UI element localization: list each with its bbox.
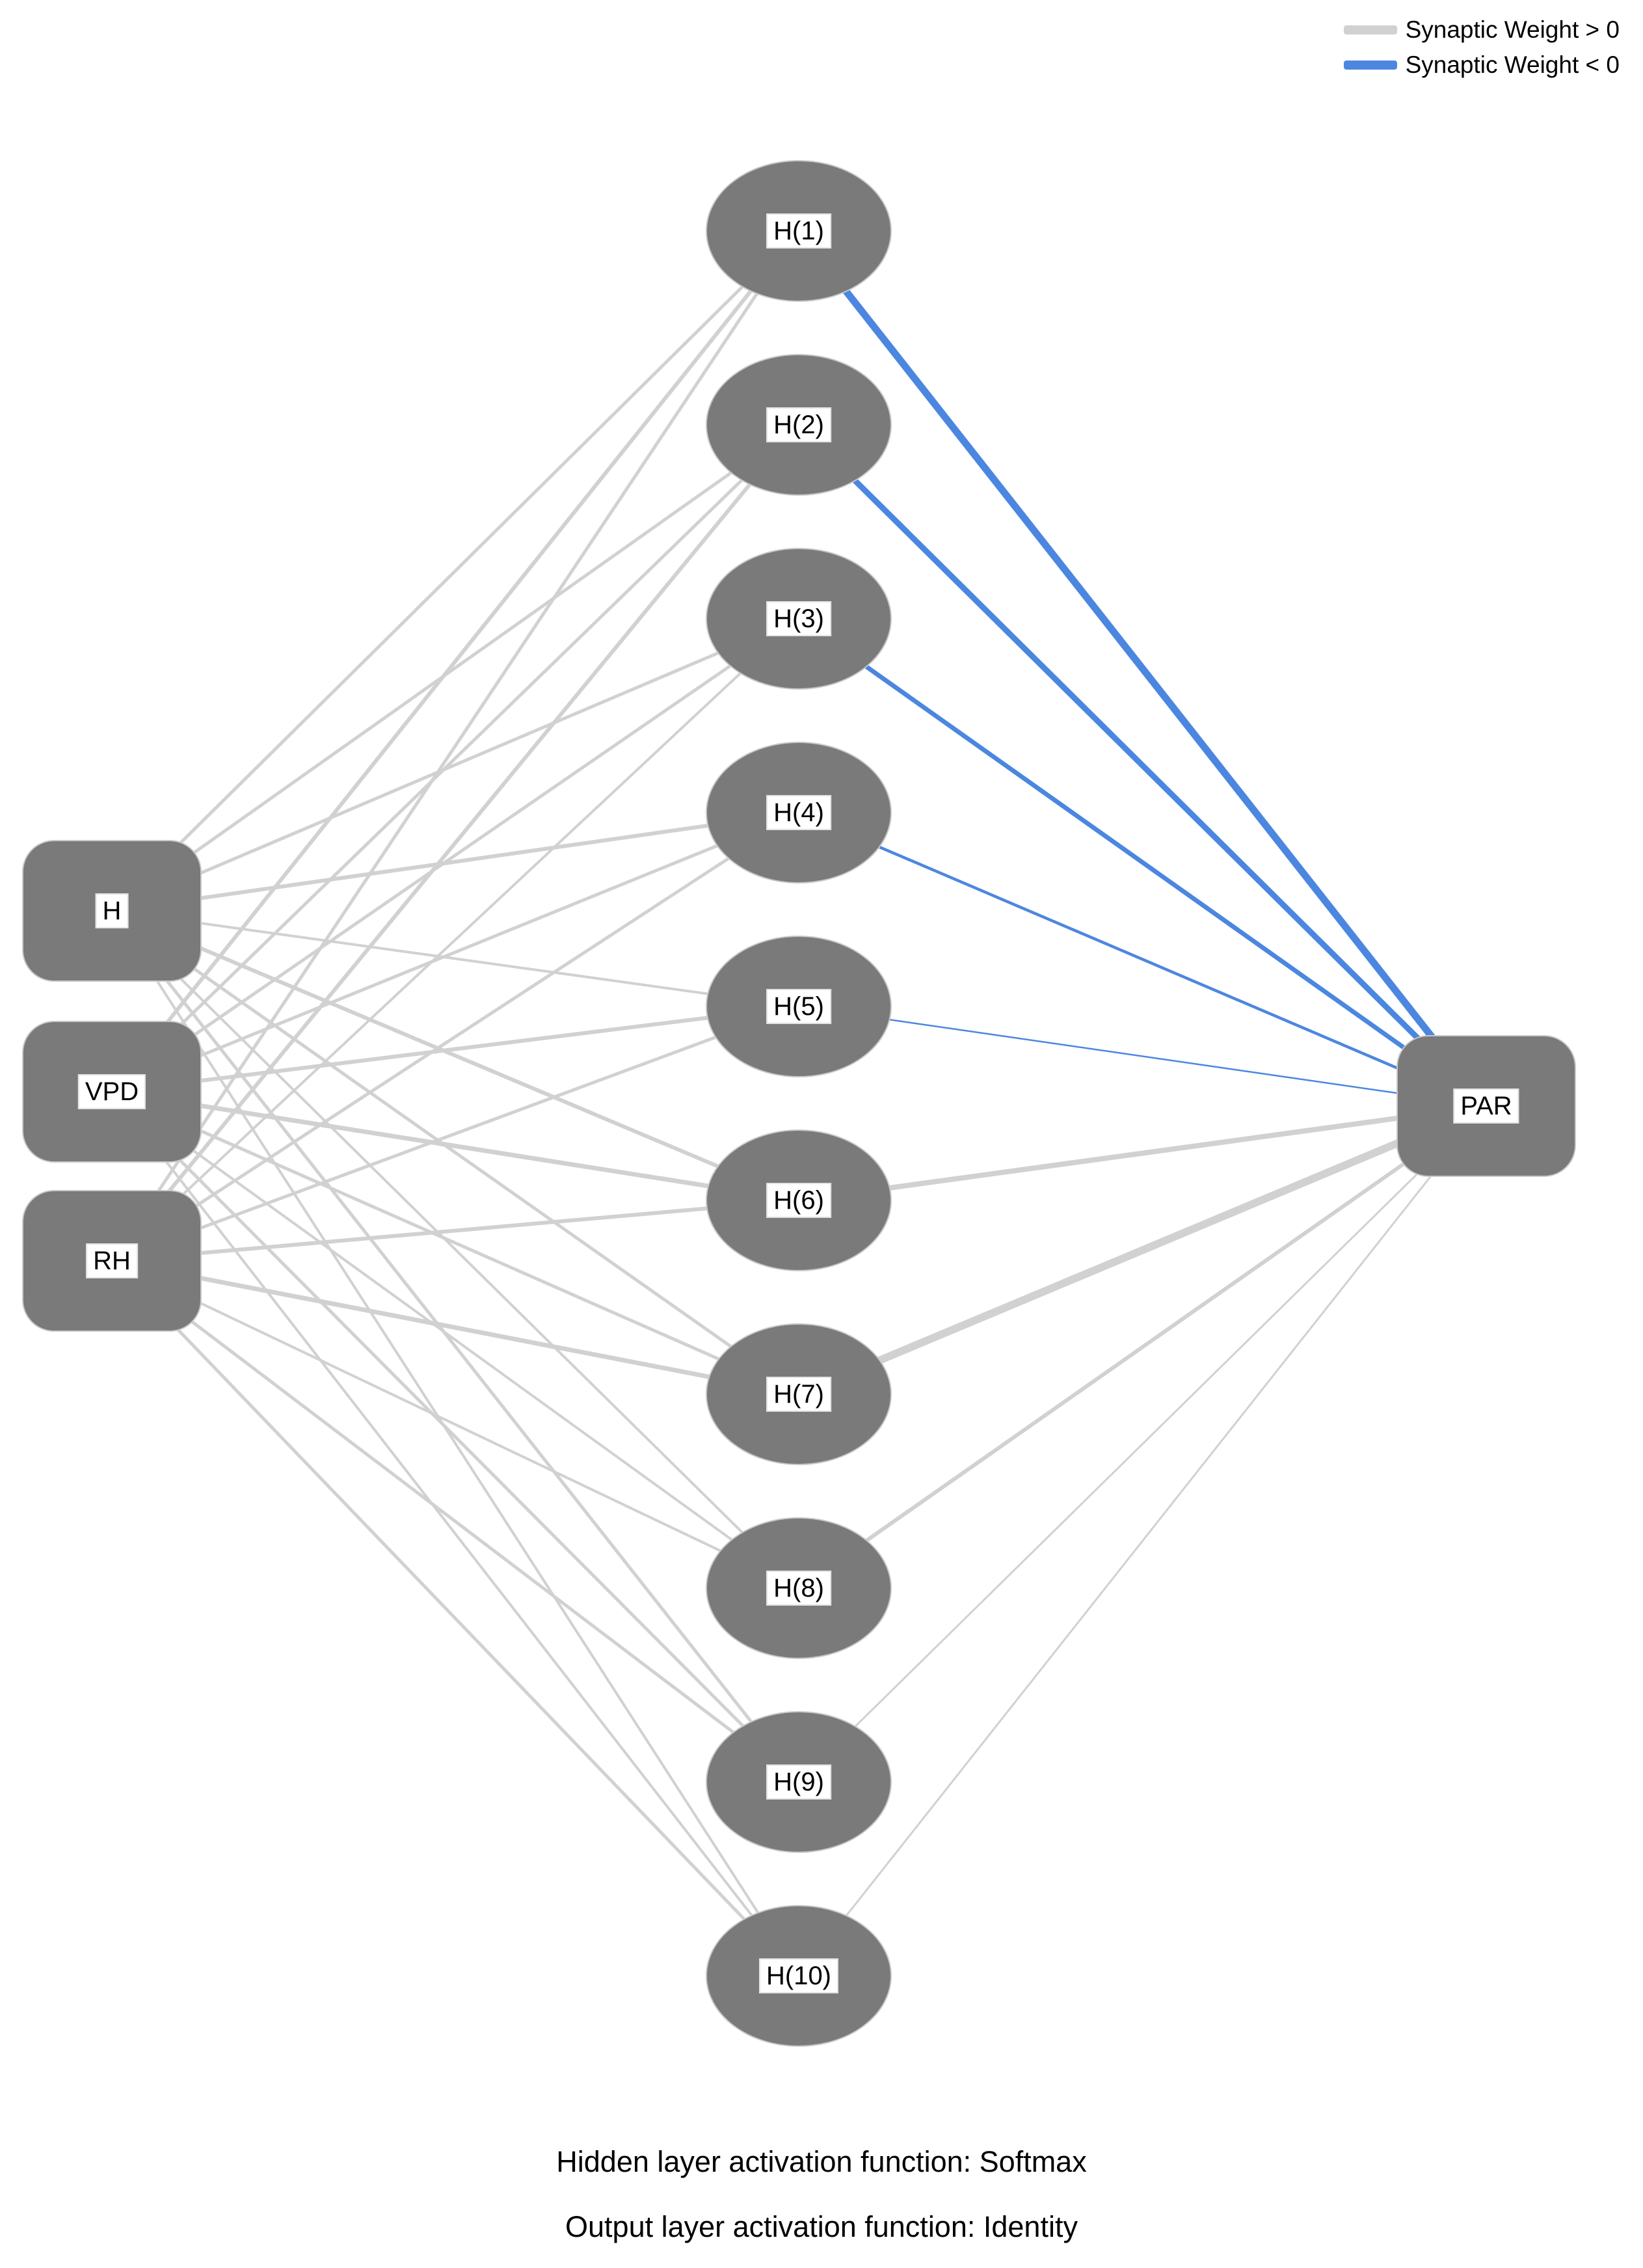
connection-RH-to-H(5)-positive [111,1005,799,1263]
connection-VPD-to-H(1)-positive [110,230,801,1093]
connection-H(9)-to-PAR-positive [797,1105,1488,1783]
connection-H(1)-to-PAR-negative [795,228,1489,1109]
connection-H-to-H(5)-positive [111,910,799,1008]
legend-label-negative-weight: Synaptic Weight < 0 [1405,51,1620,78]
connection-H(5)-to-PAR-negative [798,1005,1487,1107]
input-node-label-VPD: VPD [77,1074,146,1109]
connection-H-to-H(4)-positive [111,811,799,913]
hidden-node-label-H(9): H(9) [766,1764,831,1800]
hidden-node-label-H(8): H(8) [766,1571,831,1606]
connection-VPD-to-H(8)-positive [111,1090,800,1589]
connection-H(6)-to-PAR-positive [798,1103,1487,1203]
legend-item-positive-weight: Synaptic Weight > 0 [1343,16,1620,44]
connection-H-to-H(6)-positive [111,909,800,1202]
connection-RH-to-H(9)-positive [111,1260,800,1783]
connection-RH-to-H(3)-positive [111,617,800,1262]
input-node-label-RH: RH [86,1243,138,1278]
connection-H-to-H(8)-positive [111,910,800,1589]
connection-VPD-to-H(2)-positive [111,424,800,1093]
connection-H-to-H(3)-positive [111,617,799,913]
connection-H(3)-to-PAR-negative [797,617,1488,1108]
hidden-node-label-H(4): H(4) [766,795,831,830]
connection-H-to-H(9)-positive [111,910,800,1783]
negative-weight-line-icon [1343,61,1397,70]
connection-H-to-H(7)-positive [111,909,800,1396]
connection-H(8)-to-PAR-positive [797,1104,1488,1590]
hidden-node-label-H(2): H(2) [766,407,831,442]
connection-RH-to-H(10)-positive [111,1260,800,1977]
hidden-node-label-H(7): H(7) [766,1377,831,1412]
connection-VPD-to-H(9)-positive [111,1090,800,1783]
hidden-node-label-H(5): H(5) [766,989,831,1024]
connection-RH-to-H(7)-positive [111,1258,799,1397]
hidden-layer-activation-note: Hidden layer activation function: Softma… [556,2145,1087,2178]
input-node-label-H: H [95,893,129,928]
connection-VPD-to-H(10)-positive [111,1090,800,1977]
output-layer-activation-note: Output layer activation function: Identi… [565,2210,1078,2243]
connection-H(7)-to-PAR-positive [797,1102,1488,1398]
connection-RH-to-H(6)-positive [111,1198,799,1263]
connection-H-to-H(2)-positive [111,423,800,913]
connection-VPD-to-H(3)-positive [111,617,800,1094]
connection-RH-to-H(1)-positive [110,230,801,1262]
output-node-label-PAR: PAR [1453,1088,1519,1124]
connection-VPD-to-H(6)-positive [111,1089,799,1203]
hidden-node-label-H(10): H(10) [758,1958,839,1993]
connection-RH-to-H(8)-positive [111,1260,799,1589]
hidden-node-label-H(3): H(3) [766,601,831,636]
connection-H(10)-to-PAR-positive [797,1105,1488,1977]
connection-RH-to-H(4)-positive [111,811,800,1263]
legend: Synaptic Weight > 0 Synaptic Weight < 0 [1343,16,1620,79]
connection-H(4)-to-PAR-negative [798,811,1487,1108]
connection-RH-to-H(2)-positive [110,424,801,1262]
positive-weight-line-icon [1343,25,1397,35]
connection-H(2)-to-PAR-negative [796,422,1489,1109]
legend-item-negative-weight: Synaptic Weight < 0 [1343,51,1620,79]
hidden-node-label-H(6): H(6) [766,1183,831,1218]
connection-VPD-to-H(7)-positive [111,1090,800,1396]
hidden-node-label-H(1): H(1) [766,213,831,249]
legend-label-positive-weight: Synaptic Weight > 0 [1405,16,1620,43]
connection-VPD-to-H(5)-positive [111,1005,799,1094]
connection-H-to-H(1)-positive [111,230,800,912]
connection-H-to-H(10)-positive [111,910,800,1977]
connection-VPD-to-H(4)-positive [111,811,799,1094]
